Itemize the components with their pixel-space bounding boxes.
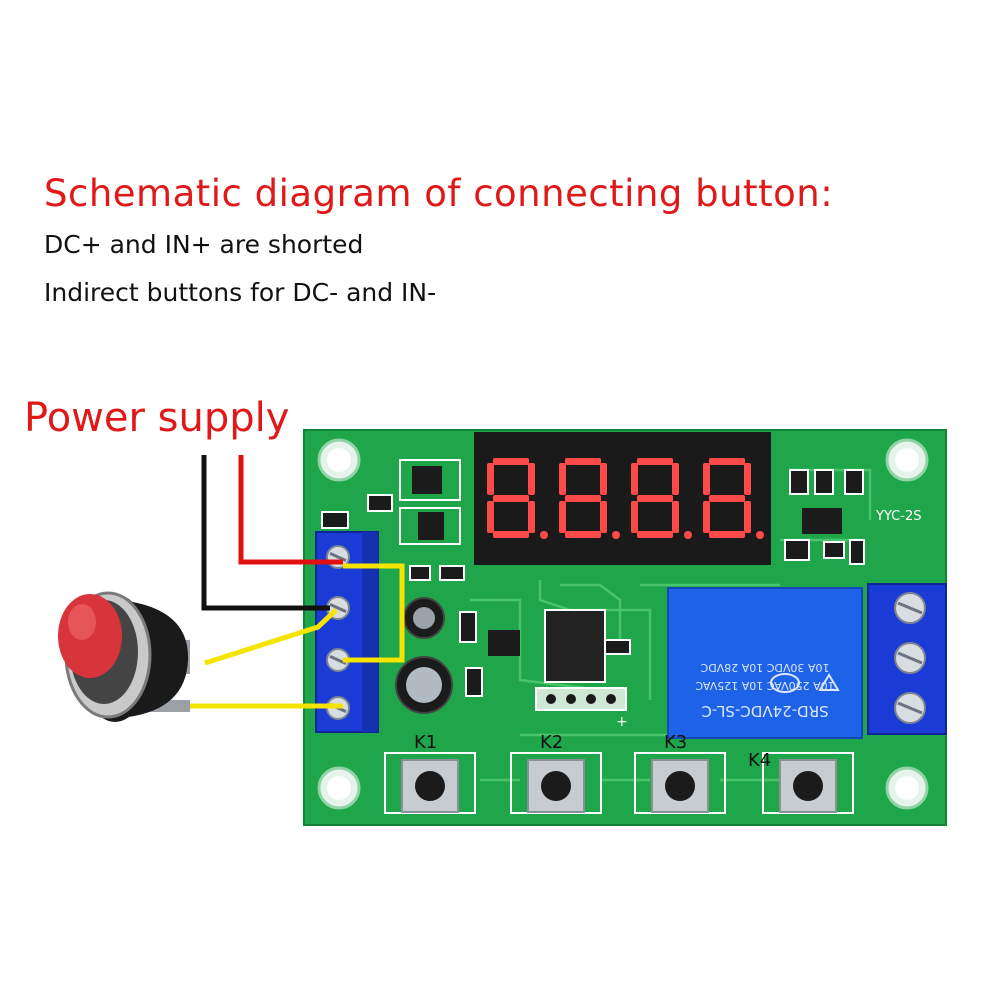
relay-board: + YYC-2S SRD-24VDC-SL-C 10A 250VAC 10A 1… <box>303 429 947 826</box>
wire-dc-minus <box>201 455 330 611</box>
button-label-k3: K3 <box>664 732 687 753</box>
display-digit <box>631 458 692 539</box>
terminal-screw <box>894 692 926 724</box>
terminal-screw <box>894 642 926 674</box>
relay-icon: SRD-24VDC-SL-C 10A 250VAC 10A 125VAC 10A… <box>667 587 863 739</box>
note-dc-in-shorted: DC+ and IN+ are shorted <box>44 230 364 259</box>
wire-jumper-dc-in <box>343 563 405 663</box>
display-digit <box>559 458 620 539</box>
seven-segment-digits <box>487 458 764 539</box>
tact-button-k2: K2 <box>510 732 602 814</box>
tact-button-k1: K1 <box>384 732 476 814</box>
button-label-k4: K4 <box>748 750 771 771</box>
pin-header: + <box>535 687 628 730</box>
mounting-holes <box>317 438 929 810</box>
terminal-block-relay <box>867 583 947 735</box>
wires <box>186 455 405 709</box>
capacitors <box>395 597 453 714</box>
relay-rating-dc: 10A 30VDC 10A 28VDC <box>700 661 829 674</box>
push-button-icon <box>58 591 190 722</box>
display-digit <box>487 458 548 539</box>
tact-button-k3: K3 <box>634 732 726 814</box>
display-icon <box>474 432 771 565</box>
relay-rating-ac: 10A 250VAC 10A 125VAC <box>695 679 835 692</box>
terminal-screw <box>894 592 926 624</box>
wire-dc-plus <box>238 455 343 565</box>
main-ic <box>544 609 606 683</box>
tact-button-k4: K4 <box>748 750 854 814</box>
note-indirect-buttons: Indirect buttons for DC- and IN- <box>44 278 437 307</box>
power-supply-label: Power supply <box>24 395 290 441</box>
smd-components <box>321 459 865 697</box>
header-plus-mark: + <box>616 714 628 730</box>
relay-model-text: SRD-24VDC-SL-C <box>701 702 828 720</box>
button-label-k2: K2 <box>540 732 563 753</box>
diagram-title: Schematic diagram of connecting button: <box>44 172 834 215</box>
wire-button-dc-minus <box>204 608 338 666</box>
display-digit <box>703 458 764 539</box>
board-model-label: YYC-2S <box>875 509 921 524</box>
button-label-k1: K1 <box>414 732 437 753</box>
